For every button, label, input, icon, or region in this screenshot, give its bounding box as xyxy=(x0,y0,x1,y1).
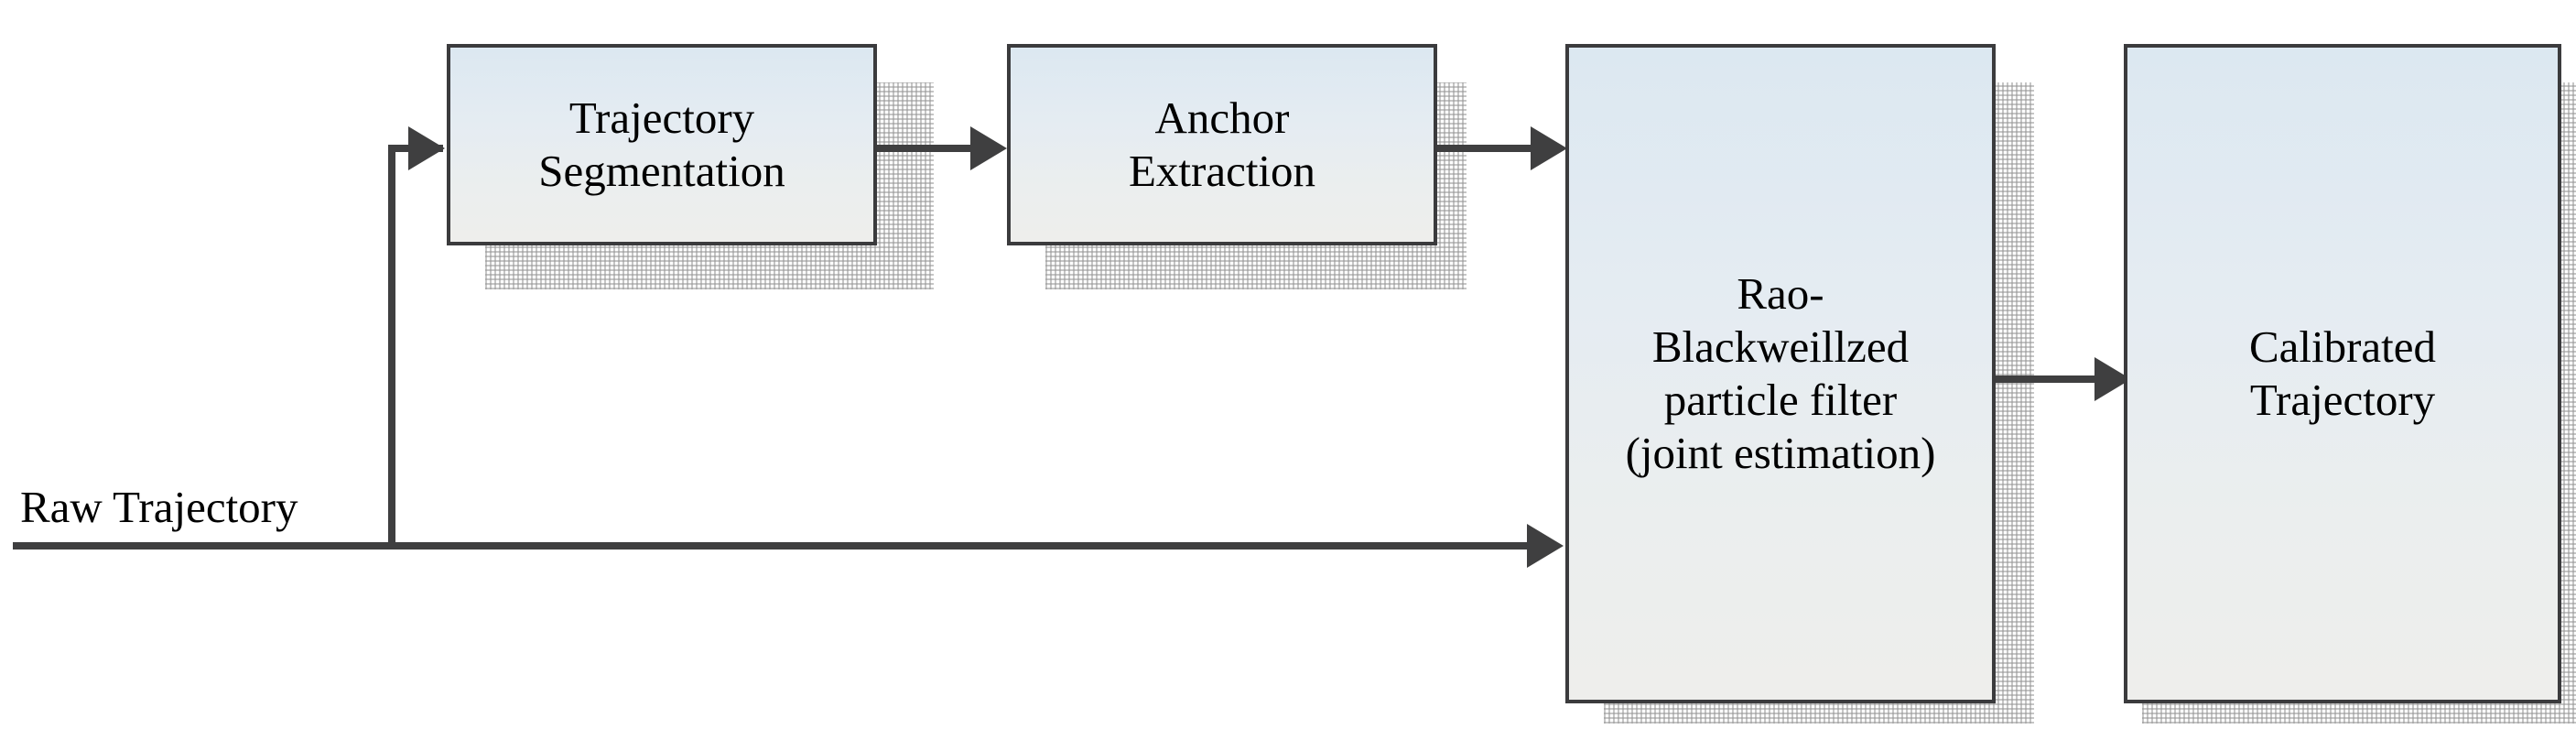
node-trajectory-segmentation-label: Trajectory Segmentation xyxy=(538,92,785,196)
arrowhead-segmentation-to-anchor xyxy=(970,126,1007,170)
edge-anchor-to-filter xyxy=(1430,145,1549,152)
arrowhead-raw-to-segmentation xyxy=(408,126,445,170)
node-rao-blackwellized-particle-filter-label: Rao- Blackweillzed particle filter (join… xyxy=(1625,268,1936,478)
edge-raw-riser xyxy=(388,145,395,550)
node-anchor-extraction-label: Anchor Extraction xyxy=(1128,92,1316,196)
edge-segmentation-to-anchor xyxy=(870,145,981,152)
arrowhead-raw-to-filter xyxy=(1527,524,1564,568)
node-rao-blackwellized-particle-filter[interactable]: Rao- Blackweillzed particle filter (join… xyxy=(1565,44,1996,703)
node-trajectory-segmentation[interactable]: Trajectory Segmentation xyxy=(447,44,877,245)
node-calibrated-trajectory-label: Calibrated Trajectory xyxy=(2248,321,2437,425)
node-calibrated-trajectory[interactable]: Calibrated Trajectory xyxy=(2124,44,2561,703)
label-raw-trajectory: Raw Trajectory xyxy=(20,482,298,532)
edge-filter-to-calibrated xyxy=(1996,375,2116,383)
arrowhead-anchor-to-filter xyxy=(1531,126,1567,170)
node-anchor-extraction[interactable]: Anchor Extraction xyxy=(1007,44,1437,245)
edge-raw-trajectory-baseline xyxy=(13,542,1531,550)
